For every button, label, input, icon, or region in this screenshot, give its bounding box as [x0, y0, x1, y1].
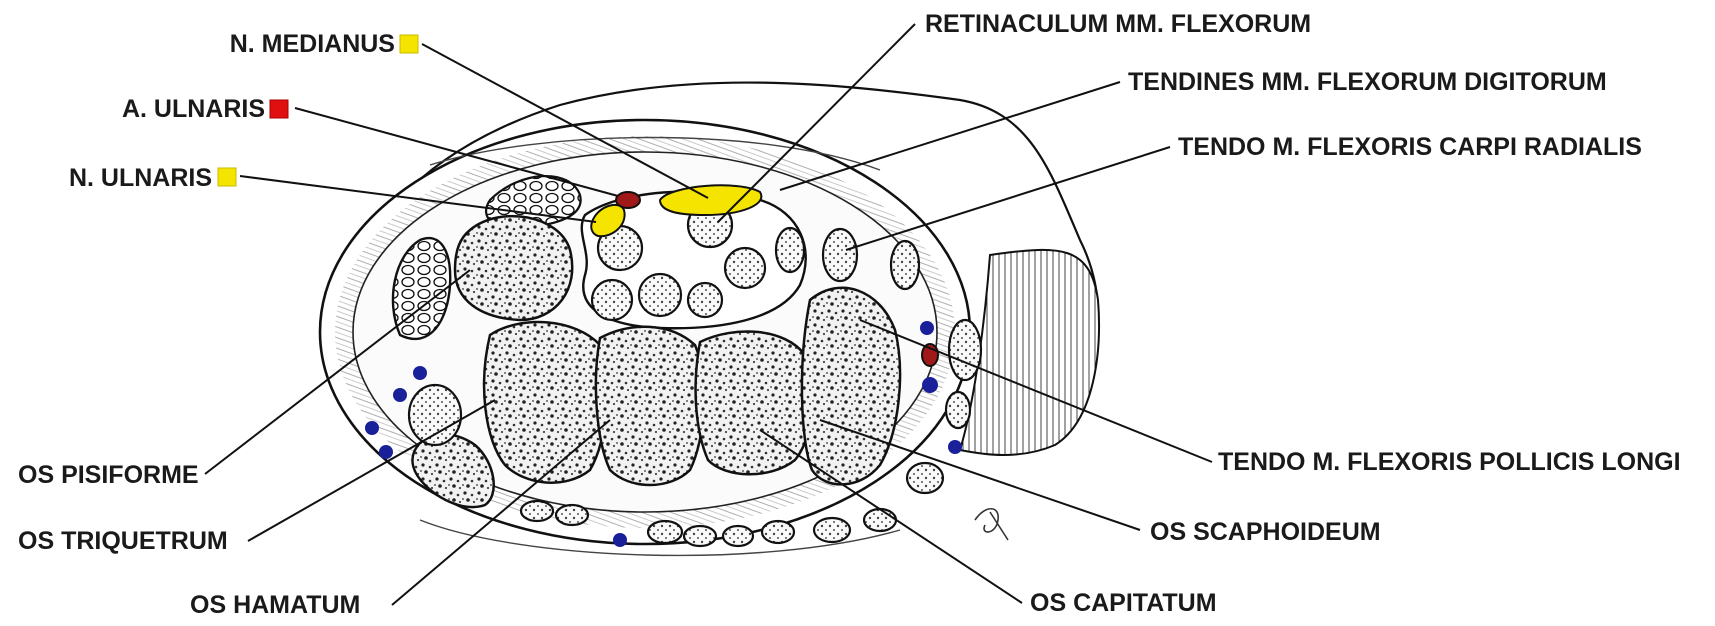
extensor-tendon-4 — [684, 526, 716, 546]
os-capitatum — [596, 327, 704, 485]
tendon-fdp-2 — [639, 274, 681, 316]
vein-4 — [413, 366, 427, 380]
label-os-scaphoideum: OS SCAPHOIDEUM — [1150, 518, 1381, 546]
tendon-ulnar-side — [409, 385, 461, 445]
vein-3 — [948, 440, 962, 454]
vein-8 — [613, 533, 627, 547]
label-tendo-carpi-radialis: TENDO M. FLEXORIS CARPI RADIALIS — [1178, 133, 1642, 161]
label-os-pisiforme: OS PISIFORME — [18, 461, 199, 489]
vein-2 — [922, 377, 938, 393]
os-pisiforme — [455, 216, 572, 320]
label-tendines-digitorum: TENDINES MM. FLEXORUM DIGITORUM — [1128, 68, 1607, 96]
label-os-capitatum: OS CAPITATUM — [1030, 589, 1217, 617]
os-scaphoideum — [802, 288, 900, 485]
os-hamatum — [484, 322, 607, 483]
extensor-tendon-6 — [762, 521, 794, 543]
tendon-carpi-radialis — [823, 229, 857, 281]
vein-1 — [920, 321, 934, 335]
wrist-drawing — [320, 83, 1099, 556]
tendon-radial-1 — [891, 241, 919, 289]
a-ulnaris-shape — [616, 192, 640, 208]
extensor-tendon-3 — [648, 521, 682, 543]
label-tendo-pollicis-longi: TENDO M. FLEXORIS POLLICIS LONGI — [1218, 448, 1681, 476]
tendon-fds-3 — [592, 280, 632, 320]
tendon-radial-4 — [907, 463, 943, 493]
extensor-tendon-1 — [521, 501, 553, 521]
tendon-radial-2 — [949, 320, 981, 380]
label-n-medianus: N. MEDIANUS — [230, 30, 395, 58]
label-retinaculum: RETINACULUM MM. FLEXORUM — [925, 10, 1311, 38]
label-n-ulnaris: N. ULNARIS — [69, 164, 212, 192]
artist-monogram — [975, 509, 1008, 540]
vein-6 — [365, 421, 379, 435]
n-ulnaris-legend-swatch — [218, 168, 236, 186]
tendon-fds-4 — [688, 283, 722, 317]
label-os-triquetrum: OS TRIQUETRUM — [18, 527, 228, 555]
label-os-hamatum: OS HAMATUM — [190, 591, 360, 619]
label-a-ulnaris: A. ULNARIS — [122, 95, 265, 123]
extensor-tendon-2 — [556, 505, 588, 525]
extensor-tendon-8 — [864, 509, 896, 531]
extensor-tendon-7 — [814, 518, 850, 542]
vein-7 — [379, 445, 393, 459]
a-ulnaris-legend-swatch — [270, 100, 288, 118]
tendon-pollicis-longi — [776, 228, 804, 272]
extensor-tendon-5 — [723, 526, 753, 546]
n-medianus-legend-swatch — [400, 35, 418, 53]
vein-5 — [393, 388, 407, 402]
tendon-fds-2 — [725, 248, 765, 288]
tendon-radial-3 — [946, 392, 970, 428]
